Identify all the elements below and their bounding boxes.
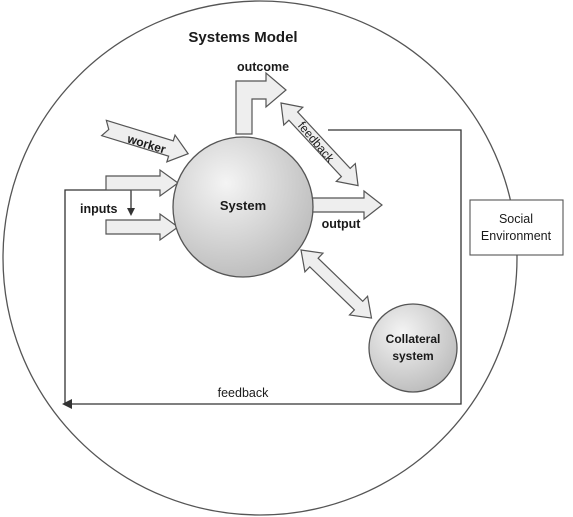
- feedback-loop-line: [65, 129, 462, 405]
- collateral-label-line2: system: [392, 349, 433, 363]
- feedback-double-arrow: [280, 102, 359, 187]
- output-label: output: [322, 217, 362, 231]
- feedback-loop-arrowhead-inputs: [127, 208, 135, 216]
- inputs-label: inputs: [80, 202, 118, 216]
- collateral-double-arrow: [300, 249, 373, 319]
- social-environment-box: [469, 199, 564, 256]
- feedback-diagonal-label: feedback: [295, 119, 338, 166]
- input-arrow-lower: [105, 212, 180, 242]
- output-arrow: [311, 189, 383, 221]
- collateral-system-node: [368, 303, 458, 393]
- feedback-loop-arrowhead-bottom: [62, 399, 72, 409]
- worker-arrow: [100, 119, 190, 163]
- input-arrow-upper: [105, 168, 180, 198]
- outcome-arrow: [235, 71, 287, 135]
- social-label-line1: Social: [499, 212, 533, 226]
- system-label: System: [220, 198, 266, 213]
- feedback-bottom-label: feedback: [218, 386, 269, 400]
- outcome-label: outcome: [237, 60, 289, 74]
- system-node: [172, 136, 314, 278]
- environment-circle: [2, 0, 518, 516]
- feedback-loop-line-left: [64, 189, 132, 404]
- collateral-label-line1: Collateral: [386, 332, 441, 346]
- social-label-line2: Environment: [481, 229, 552, 243]
- diagram-title: Systems Model: [188, 29, 297, 46]
